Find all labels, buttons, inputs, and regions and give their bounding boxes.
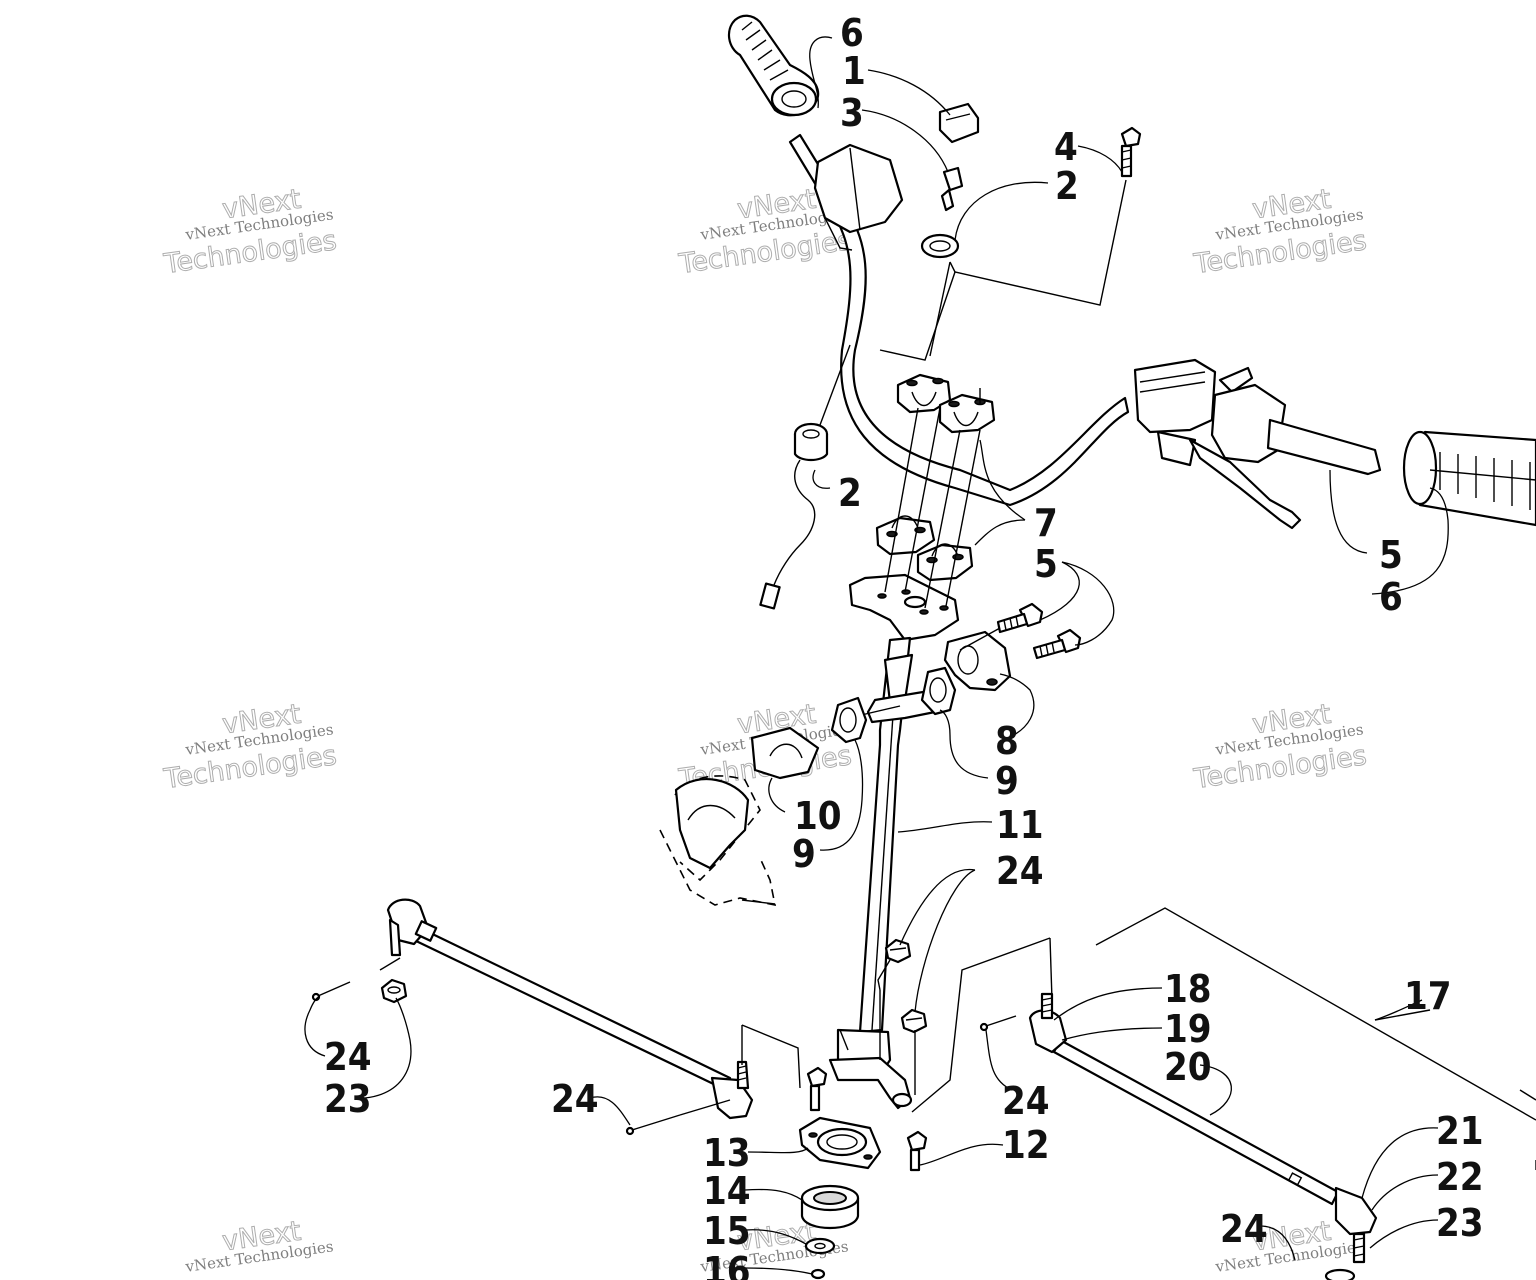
callout-12: 12 [1002,1123,1050,1167]
right-cotter-pin [979,1015,1017,1032]
callout-21: 21 [1436,1109,1484,1153]
assembly-guide-lines [884,407,981,609]
castle-nut-upper [884,938,912,964]
callout-13: 13 [703,1131,751,1175]
callout-2: 2 [838,471,862,515]
left-grip [727,14,820,117]
callout-17: 17 [1404,974,1452,1018]
column-mount-plate [848,573,960,642]
callout-3: 3 [840,91,864,135]
callout-5: 5 [1379,533,1403,577]
callout-24: 24 [996,849,1044,893]
right-tie-rod [1028,992,1378,1264]
lower-bearing-cap [750,726,820,780]
lower-right-nut [1324,1268,1356,1280]
lower-clamp-left [875,515,936,556]
callout-24: 24 [1002,1079,1050,1123]
callout-1: 1 [842,49,866,93]
callout-15: 15 [703,1209,751,1253]
callout-16: 16 [703,1249,751,1280]
bearing-flange [798,1116,882,1170]
lower-clamp-right [916,543,974,582]
upper-clamp-right [938,388,996,434]
callout-23: 23 [1436,1201,1484,1245]
callout-22: 22 [1436,1155,1484,1199]
callout-24: 24 [324,1035,372,1079]
callout-labels: 6 1 3 4 2 2 7 5 5 6 8 9 10 9 11 24 17 18… [324,11,1484,1280]
callout-8: 8 [995,719,1019,763]
callout-23: 23 [324,1077,372,1121]
callout-5: 5 [1034,542,1058,586]
callout-10: 10 [794,794,842,838]
callout-24: 24 [1220,1207,1268,1251]
callout-4: 4 [1054,125,1078,169]
bearing-cap [943,630,1012,692]
right-grip [1402,430,1536,527]
callout-9: 9 [995,759,1019,803]
flange-bolt [806,1066,828,1112]
bushing-right [920,666,957,716]
column-bearing [800,1184,860,1230]
cap-bolt-lower [1032,628,1082,660]
ignition-switch [759,422,829,610]
assembly-outline-lines [741,179,1536,1170]
column-nut [810,1268,826,1280]
bushing-upper [830,696,868,744]
mounting-screw [1120,126,1142,178]
callout-24: 24 [551,1077,599,1121]
brake-master-cylinder [1133,358,1382,530]
upper-clamp-left [896,373,952,414]
washer [804,1237,836,1255]
lower-left-cotter-pin [625,1114,681,1136]
left-castle-nut [380,978,408,1004]
steering-column [828,636,914,1110]
callout-20: 20 [1164,1045,1212,1089]
callout-2: 2 [1055,164,1079,208]
cap-bolt-upper [996,602,1044,634]
handlebar [788,133,1130,507]
callout-7: 7 [1034,501,1058,545]
guide-line [379,957,401,971]
guide-line [679,1099,731,1116]
callout-6: 6 [1379,575,1403,619]
flange-bolt-12 [906,1130,928,1172]
ignition-nut [920,233,960,259]
leader-lines [304,36,1449,1275]
callout-18: 18 [1164,967,1212,1011]
frame-bracket [659,775,777,907]
column-pin-lines [879,990,916,1095]
callout-14: 14 [703,1169,751,1213]
left-tie-rod [386,898,754,1120]
castle-nut-lower [900,1008,928,1034]
ignition-key [940,166,964,212]
callout-6: 6 [840,11,864,55]
callout-11: 11 [996,803,1044,847]
callout-9: 9 [792,832,816,876]
callout-19: 19 [1164,1007,1212,1051]
